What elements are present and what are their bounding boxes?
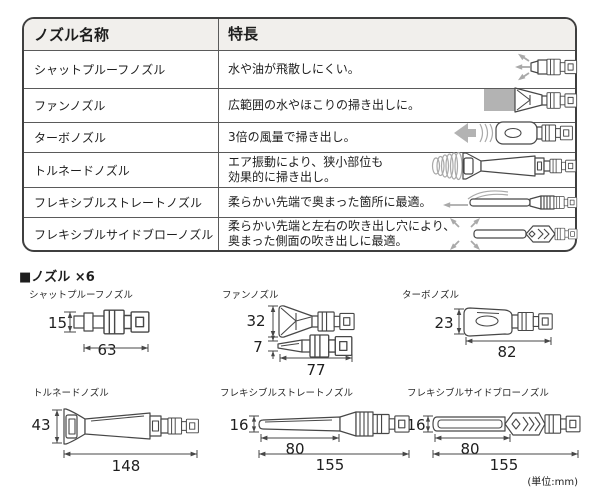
nozzle-spec-table: ノズル名称 特長 シャットプルーフノズル 水や油が飛散しにくい。 ファンノズル … bbox=[22, 17, 577, 252]
turbo-diagram bbox=[454, 307, 553, 345]
nozzle-feature: 柔らかい先端で奥まった箇所に最適。 bbox=[219, 188, 575, 217]
table-row: トルネードノズル エア振動により、狭小部位も 効果的に掃き出し。 bbox=[24, 152, 575, 187]
diagram-label-turbo: ターボノズル bbox=[402, 290, 460, 301]
unit-note: (単位:mm) bbox=[527, 477, 578, 488]
diagram-label-tornado: トルネードノズル bbox=[33, 388, 109, 399]
dim-value-height: 16 bbox=[229, 416, 249, 434]
dim-value-length: 155 bbox=[315, 456, 345, 474]
feature-line: 3倍の風量で掃き出し。 bbox=[228, 130, 356, 144]
table-row: ターボノズル 3倍の風量で掃き出し。 bbox=[24, 122, 575, 152]
dim-value-length: 155 bbox=[489, 456, 519, 474]
dim-value-length: 63 bbox=[97, 341, 117, 359]
dim-value-length: 148 bbox=[111, 457, 141, 475]
table-header-row: ノズル名称 特長 bbox=[24, 19, 575, 50]
diagram-label-shut-proof: シャットプルーフノズル bbox=[29, 290, 133, 301]
table-row: シャットプルーフノズル 水や油が飛散しにくい。 bbox=[24, 50, 575, 88]
col-header-feature: 特長 bbox=[219, 19, 575, 50]
nozzle-name: ファンノズル bbox=[24, 89, 219, 122]
nozzle-name: フレキシブルストレートノズル bbox=[24, 188, 219, 217]
dim-value-height: 23 bbox=[434, 314, 454, 332]
feature-line: エア振動により、狭小部位も bbox=[228, 155, 384, 169]
dim-value-height: 32 bbox=[246, 312, 266, 330]
dim-value-flex-length: 80 bbox=[460, 440, 480, 458]
dim-value-height: 16 bbox=[406, 416, 426, 434]
nozzle-name: ターボノズル bbox=[24, 123, 219, 152]
col-header-name: ノズル名称 bbox=[24, 19, 219, 50]
fan-diagram bbox=[268, 305, 355, 362]
dim-value-tip-height: 7 bbox=[253, 338, 263, 356]
dim-value-flex-length: 80 bbox=[285, 440, 305, 458]
diagram-section-heading: ■ノズル ×6 bbox=[19, 270, 95, 285]
nozzle-name: フレキシブルサイドブローノズル bbox=[24, 218, 219, 250]
feature-line: 効果的に掃き出し。 bbox=[228, 170, 337, 184]
col-header-feature-label: 特長 bbox=[228, 25, 259, 43]
feature-line: 広範囲の水やほこりの掃き出しに。 bbox=[228, 98, 421, 112]
dim-value-height: 15 bbox=[48, 314, 68, 332]
feature-line: 奥まった側面の吹き出しに最適。 bbox=[228, 234, 408, 248]
flexible-side-blow-diagram bbox=[423, 412, 581, 458]
diagram-label-side-blow: フレキシブルサイドブローノズル bbox=[407, 388, 549, 399]
dim-value-length: 82 bbox=[497, 343, 517, 361]
feature-line: 水や油が飛散しにくい。 bbox=[228, 62, 360, 76]
diagram-label-fan: ファンノズル bbox=[222, 290, 279, 301]
nozzle-feature: 広範囲の水やほこりの掃き出しに。 bbox=[219, 89, 575, 122]
nozzle-feature: 柔らかい先端と左右の吹き出し穴により、 奥まった側面の吹き出しに最適。 bbox=[219, 218, 575, 250]
nozzle-feature: 3倍の風量で掃き出し。 bbox=[219, 123, 575, 152]
dim-value-length: 77 bbox=[306, 361, 326, 379]
diagram-label-flex-straight: フレキシブルストレートノズル bbox=[220, 388, 354, 399]
dim-value-height: 43 bbox=[31, 416, 51, 434]
nozzle-feature: 水や油が飛散しにくい。 bbox=[219, 51, 575, 88]
flexible-straight-diagram bbox=[249, 411, 410, 458]
feature-line: 柔らかい先端と左右の吹き出し穴により、 bbox=[228, 219, 456, 233]
tornado-diagram bbox=[52, 408, 199, 458]
nozzle-feature: エア振動により、狭小部位も 効果的に掃き出し。 bbox=[219, 153, 575, 187]
feature-line: 柔らかい先端で奥まった箇所に最適。 bbox=[228, 195, 432, 209]
table-row: フレキシブルサイドブローノズル 柔らかい先端と左右の吹き出し穴により、 奥まった… bbox=[24, 217, 575, 250]
nozzle-name: トルネードノズル bbox=[24, 153, 219, 187]
nozzle-name: シャットプルーフノズル bbox=[24, 51, 219, 88]
table-row: フレキシブルストレートノズル 柔らかい先端で奥まった箇所に最適。 bbox=[24, 187, 575, 217]
table-row: ファンノズル 広範囲の水やほこりの掃き出しに。 bbox=[24, 88, 575, 122]
